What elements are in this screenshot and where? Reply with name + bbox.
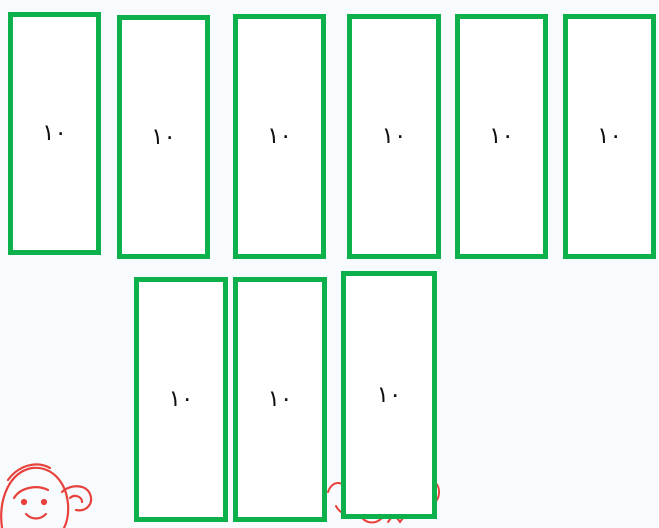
card-number: ١٠ — [268, 388, 293, 411]
cartoon-girl-sketch-icon — [0, 458, 98, 528]
card-number: ١٠ — [42, 122, 67, 145]
ten-card: ١٠ — [233, 14, 326, 259]
ten-card: ١٠ — [134, 277, 228, 522]
ten-card: ١٠ — [563, 14, 656, 259]
ten-card: ١٠ — [347, 14, 441, 259]
card-number: ١٠ — [597, 125, 622, 148]
ten-card: ١٠ — [117, 15, 210, 259]
ten-card: ١٠ — [233, 277, 327, 522]
ten-card: ١٠ — [455, 14, 548, 259]
card-number: ١٠ — [267, 125, 292, 148]
card-number: ١٠ — [169, 388, 194, 411]
card-number: ١٠ — [151, 126, 176, 149]
ten-card: ١٠ — [341, 271, 437, 519]
card-number: ١٠ — [382, 125, 407, 148]
card-number: ١٠ — [377, 384, 402, 407]
card-number: ١٠ — [489, 125, 514, 148]
ten-card: ١٠ — [8, 12, 101, 255]
